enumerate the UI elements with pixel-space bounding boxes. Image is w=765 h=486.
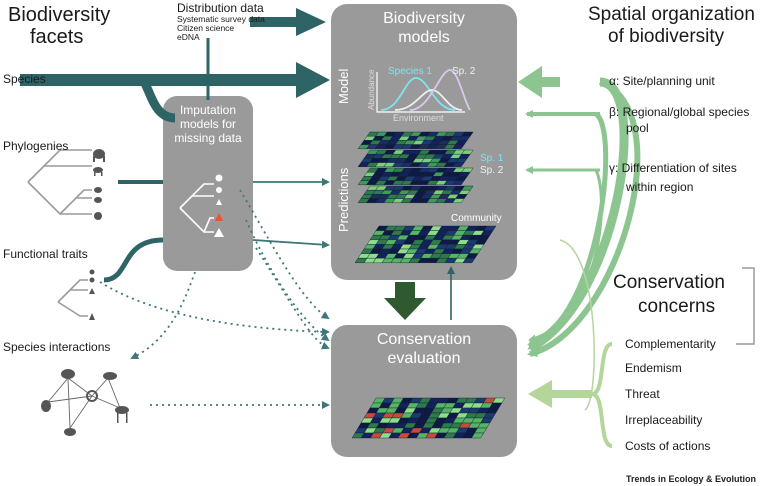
grid-cell [452,180,465,186]
prediction-layer-4 [357,185,474,204]
species-imputation-branch [138,75,176,123]
pred-community-label: Community [451,213,502,224]
imputation-models-arrow [252,239,330,249]
spatial-arrows [525,77,641,411]
models-side-predictions: Predictions [336,167,351,232]
evaluation-title-line1: Conservation [376,331,472,348]
concern-endemism: Endemism [625,361,682,375]
model-axis-x: Environment [393,113,444,123]
interactions-animals [41,369,129,436]
models-title-line1: Biodiversity [383,10,465,27]
concern-complementarity: Complementarity [625,337,716,351]
label-functional-traits: Functional traits [3,247,88,261]
grid-cell [471,432,485,439]
models-side-model: Model [336,68,351,104]
prediction-layer-3 [357,167,474,186]
distribution-item-2: Citizen science [177,23,235,33]
concern-costs: Costs of actions [625,439,711,453]
concerns-arrow-head [528,380,552,408]
prediction-layer-2 [357,149,474,168]
imputation-line3: missing data [174,131,242,145]
spatial-gamma-line1: γ: Differentiation of sites [609,161,737,175]
imputation-line2: models for [179,117,237,131]
community-layer [354,225,497,263]
spatial-beta-line2: pool [626,121,649,135]
concerns-title-line2: concerns [638,296,716,317]
model-axis-y: Abundance [367,69,376,110]
species-arrow-head [296,62,330,98]
distribution-arrow-head [296,8,326,36]
concerns-brace [591,342,613,448]
traits-tree [57,279,88,317]
interactions-network [47,377,121,429]
label-phylogenies: Phylogenies [3,139,69,153]
grid-cell [452,198,465,204]
journal-credit: Trends in Ecology & Evolution [626,474,757,484]
phylogeny-animal-icons [93,149,105,220]
label-species: Species [3,72,46,86]
grid-cell [452,144,465,150]
spatial-alpha: α: Site/planning unit [609,74,715,88]
concerns-title-line1: Conservation [613,272,725,293]
prediction-layer-1 [357,131,474,150]
imputation-tree-markers [214,174,224,237]
dotted-arrows [99,189,330,409]
concern-irreplaceability: Irreplaceability [625,413,703,427]
label-species-interactions: Species interactions [3,340,111,354]
distribution-title: Distribution data [177,1,264,15]
traits-imputation-curve [103,237,164,283]
complementarity-bracket [736,267,755,345]
imputation-line1: Imputation [179,103,237,117]
models-title-line2: models [398,29,450,46]
model-species1-label: Species 1 [388,66,432,77]
evaluation-grid [351,397,506,439]
spatial-beta-line1: β: Regional/global species [609,105,750,119]
grid-cell [462,258,476,263]
model-species2-label: Sp. 2 [452,66,476,77]
left-title-line2: facets [30,26,84,48]
prediction-layers [354,131,497,263]
phylogeny-tree [27,149,92,215]
pred-sp2-label: Sp. 2 [480,165,504,176]
distribution-item-3: eDNA [177,32,200,42]
left-title-line1: Biodiversity [8,4,111,26]
evaluation-layer [351,397,506,439]
right-title-line2: of biodiversity [608,26,725,47]
concern-threat: Threat [625,387,660,401]
traits-markers [89,269,95,320]
imputation-tree [179,183,214,233]
right-title-line1: Spatial organization [588,4,755,25]
distribution-item-1: Systematic survey data [177,14,265,24]
spatial-gamma-line2: within region [626,180,694,194]
models-evaluation-arrow [384,282,426,320]
model-curve-chart [376,69,471,113]
grid-cell [452,162,465,168]
pred-sp1-label: Sp. 1 [480,153,504,164]
spatial-main-arrow-head [518,66,542,98]
evaluation-title-line2: evaluation [387,350,461,367]
